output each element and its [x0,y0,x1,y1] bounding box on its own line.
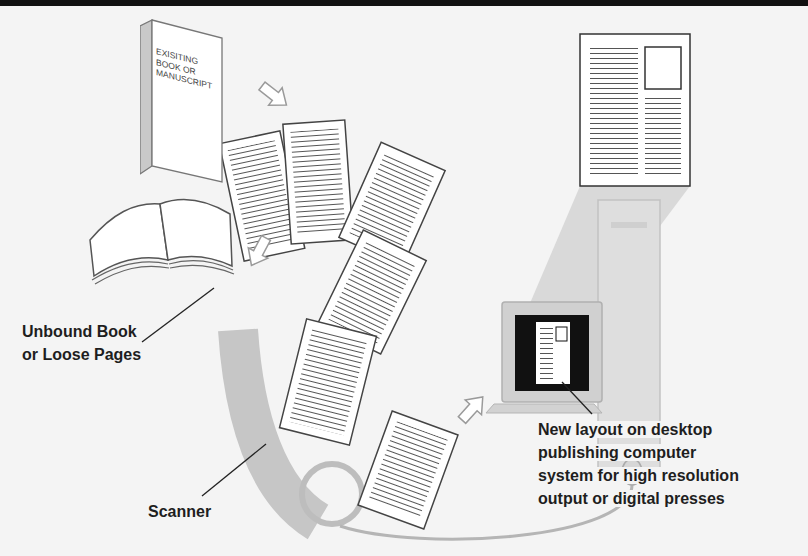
page-sheet [283,120,353,244]
book-outline [140,16,224,186]
leader-line [202,444,266,496]
text-lines [290,128,345,235]
screen [515,315,589,391]
text-lines [368,421,447,518]
output-page [580,34,690,186]
drive-slot [611,222,647,228]
label-text: New layout on desktop publishing compute… [538,421,739,507]
leader-line [562,382,592,414]
open-book-right [160,199,232,266]
top-bar [0,0,808,6]
book-cover: EXISITING BOOK OR MANUSCRIPT [140,16,224,186]
scanner-roller [302,464,362,524]
leader-line [142,288,214,342]
text-lines [645,96,681,176]
picture-box [556,327,567,341]
text-lines [590,46,638,176]
picture-box [645,47,681,89]
screen-page [536,322,570,384]
label-text: Unbound Book or Loose Pages [22,323,141,363]
callout-label: Unbound Book or Loose Pages [22,320,152,366]
monitor [502,302,602,402]
loose-page [280,319,377,445]
page-sheet [358,411,458,529]
loose-page [358,411,458,529]
text-lines [289,329,367,436]
flow-arrow [242,233,276,271]
loose-page [283,120,353,244]
page-edges [92,261,234,284]
callout-label: New layout on desktop publishing compute… [538,418,753,510]
book-spine [140,20,152,174]
flow-arrow [255,77,293,113]
open-book-left [90,204,168,276]
book-front [152,20,222,182]
text-lines [540,328,553,380]
flow-arrow [454,390,491,428]
callout-label: Scanner [148,500,248,523]
page-sheet [280,319,377,445]
label-text: Scanner [148,503,211,520]
